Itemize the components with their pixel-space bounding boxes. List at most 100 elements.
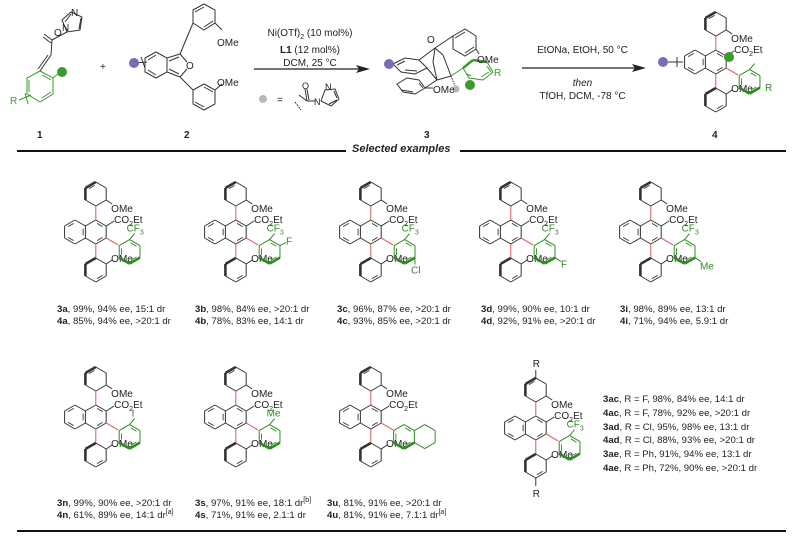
result-line: 3i, 98%, 89% ee, 13:1 dr [620, 304, 728, 316]
ring-bond [370, 237, 382, 245]
result-values: , R = F, 98%, 84% ee, 14:1 dr [619, 394, 745, 405]
double-bond [236, 459, 243, 465]
ome-bond [725, 29, 733, 35]
ring-bond [393, 424, 405, 432]
double-bond [342, 222, 350, 228]
ring-bond [339, 219, 351, 227]
substituent-label: Me [267, 409, 281, 420]
double-bond [130, 427, 137, 432]
ring-bond [479, 219, 491, 227]
ring-bond [85, 460, 97, 468]
ring-bond [535, 453, 547, 461]
ring-bond [360, 237, 372, 245]
example-structure-a: OMeOMeCO2EtCF3 [64, 180, 144, 283]
ring-bond [85, 237, 97, 245]
subst-bond [269, 233, 275, 240]
ring-bond [225, 275, 237, 283]
ring-bond [500, 219, 512, 227]
ring-bond [715, 11, 727, 19]
ome-bond [660, 199, 668, 205]
ome-bond [380, 444, 388, 450]
substituent-label: CF3 [127, 224, 144, 237]
footnote-marker: [a] [438, 509, 447, 516]
co2et-label: CO2Et [254, 215, 283, 228]
ome-label: OMe [526, 204, 548, 215]
ester-bond [545, 416, 555, 423]
compound-label-2: 2 [184, 130, 190, 141]
result-values: , 97%, 91% ee, 18:1 dr [205, 498, 304, 509]
ring-bond [268, 256, 281, 265]
example-structure-c: OMeOMeCO2EtCF3Cl [339, 180, 420, 283]
ring-bond [64, 219, 76, 227]
ring-bond [85, 199, 97, 207]
double-bond [207, 236, 215, 242]
double-bond [511, 222, 518, 228]
catalyst: Ni(OTf) [267, 28, 301, 39]
ring-bond [524, 376, 537, 386]
ring-bond [639, 256, 652, 266]
double-bond [67, 236, 75, 242]
ome-bond [105, 199, 113, 205]
ring-bond [424, 424, 436, 432]
ring-bond [370, 257, 382, 265]
ome-label: OMe [386, 204, 408, 215]
subst-bond [129, 418, 135, 425]
r-series-entry: 4ad, R = Cl, 88%, 93% ee, >20:1 dr [603, 434, 757, 448]
ome-bond [725, 89, 733, 95]
ring-bond [640, 275, 652, 283]
ring-bond [619, 219, 631, 227]
ester-bond [660, 220, 670, 227]
ring-bond [225, 219, 237, 227]
ring-bond [640, 237, 652, 245]
ring-bond [95, 199, 107, 207]
ring-bond [85, 384, 97, 392]
co2et-label: CO2Et [114, 400, 143, 413]
ring-bond [535, 395, 547, 403]
double-bond [405, 256, 412, 261]
ring-bond [128, 256, 141, 265]
ring-bond [650, 219, 662, 227]
compound-id: 3i [620, 304, 629, 315]
ester-bond [245, 405, 255, 412]
ring-bond [510, 199, 522, 207]
ring-bond [525, 395, 537, 403]
new-bond [245, 422, 259, 431]
double-bond [130, 441, 137, 446]
result-line: 4s, 71%, 91% ee, 2.1:1 dr [195, 510, 311, 522]
chloro-label: Cl [411, 266, 420, 277]
ring-bond [214, 422, 226, 430]
ring-bond [64, 404, 76, 412]
ring-bond [349, 237, 361, 245]
r-group-label: R [533, 359, 540, 370]
substituent-label: CF3 [402, 224, 419, 237]
r-series-entry: 3ae, R = Ph, 91%, 94% ee, 13:1 dr [603, 448, 757, 462]
double-bond [545, 256, 552, 261]
new-bond [660, 237, 674, 246]
ring-bond [224, 365, 237, 375]
subst-bond [544, 233, 550, 240]
ring-bond [370, 442, 382, 450]
ring-bond [640, 199, 652, 207]
double-bond [236, 222, 243, 228]
compound-id: 4a [57, 316, 68, 327]
double-bond [371, 459, 378, 465]
compound-id: 4ad [603, 435, 620, 447]
ring-bond [510, 219, 522, 227]
result-values: , 98%, 89% ee, 13:1 dr [628, 304, 726, 315]
result-line: 4d, 92%, 91% ee, >20:1 dr [481, 316, 595, 328]
ring-bond [269, 239, 281, 247]
ome-label: OMe [551, 400, 573, 411]
new-bond [725, 67, 739, 76]
ring-bond [339, 404, 351, 412]
footnote-marker: [b] [303, 497, 312, 504]
double-bond [67, 222, 75, 228]
ring-bond [533, 256, 546, 265]
ring-bond [235, 199, 247, 207]
ring-bond [95, 460, 107, 468]
compound-id: 3ad [603, 421, 620, 433]
ring-bond [393, 256, 406, 265]
ring-bond [95, 275, 107, 283]
ring-bond [95, 219, 107, 227]
ring-bond [684, 49, 696, 57]
ring-bond [543, 256, 556, 265]
